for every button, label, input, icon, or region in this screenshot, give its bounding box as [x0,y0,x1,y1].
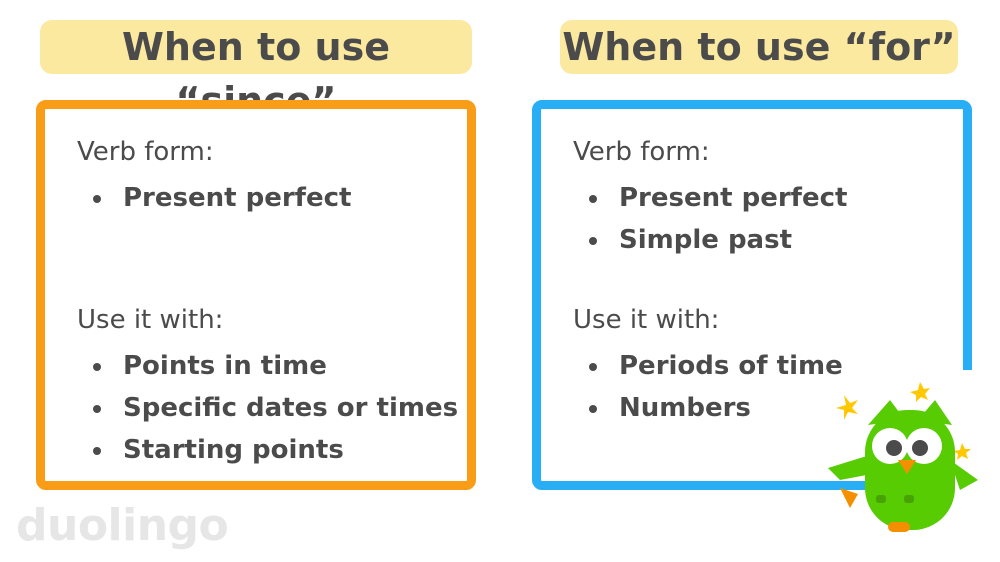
list-item: Present perfect [573,177,847,219]
list-item: Specific dates or times [77,387,458,429]
for-title: When to use “for” [560,20,958,74]
list-item: Simple past [573,219,847,261]
list-item: Points in time [77,345,458,387]
list-item: Periods of time [573,345,843,387]
since-card: Verb form: Present perfect Use it with: … [36,100,476,490]
for-use-list: Periods of time Numbers [573,345,843,429]
list-item: Numbers [573,387,843,429]
for-use-heading: Use it with: [573,305,720,335]
for-card: Verb form: Present perfect Simple past U… [532,100,972,490]
since-verb-heading: Verb form: [77,137,214,167]
since-verb-list: Present perfect [77,177,351,219]
since-title: When to use “since” [40,20,472,123]
duolingo-logo: duolingo [16,500,229,551]
list-item: Starting points [77,429,458,471]
since-use-heading: Use it with: [77,305,224,335]
duo-owl-icon [828,370,990,532]
list-item: Present perfect [77,177,351,219]
since-use-list: Points in time Specific dates or times S… [77,345,458,471]
for-verb-list: Present perfect Simple past [573,177,847,261]
for-verb-heading: Verb form: [573,137,710,167]
